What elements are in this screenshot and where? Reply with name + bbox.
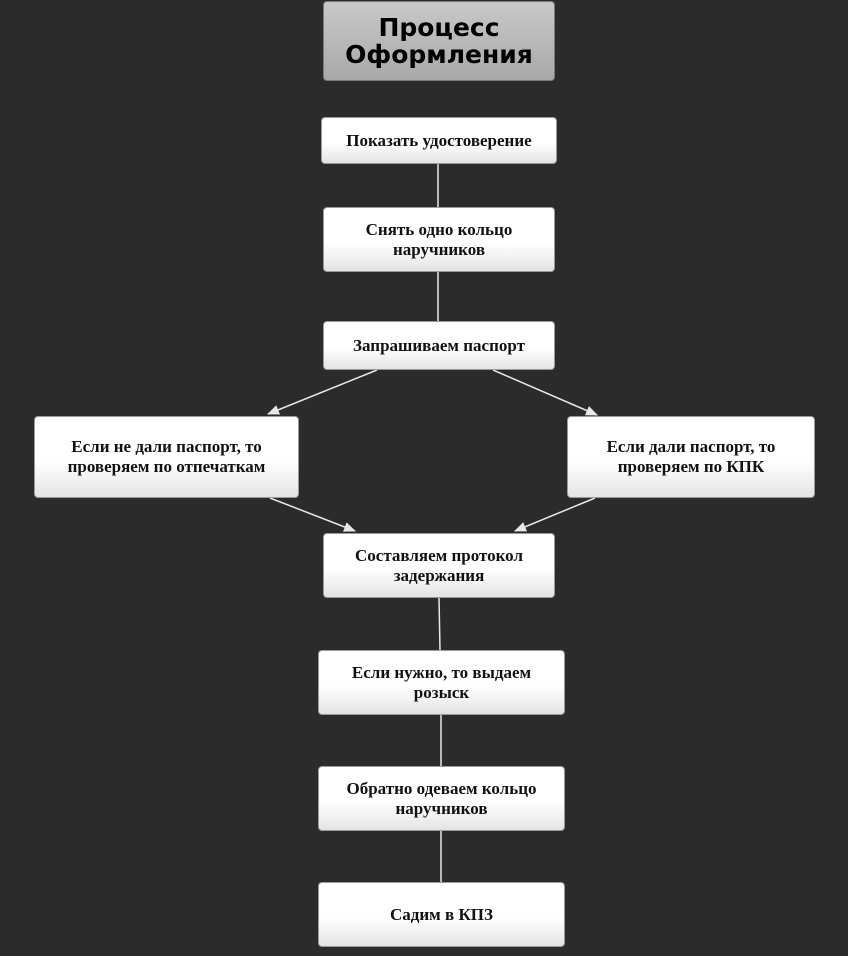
step-wanted: Если нужно, то выдаем розыск	[318, 650, 565, 715]
step-remove-cuff: Снять одно кольцо наручников	[323, 207, 555, 272]
step-has-passport: Если дали паспорт, то проверяем по КПК	[567, 416, 815, 498]
step-holding-cell: Садим в КПЗ	[318, 882, 565, 947]
step-protocol: Составляем протокол задержания	[323, 533, 555, 598]
step-reapply-cuff: Обратно одеваем кольцо наручников	[318, 766, 565, 831]
step-no-passport: Если не дали паспорт, то проверяем по от…	[34, 416, 299, 498]
arrow-no-passport-to-protocol	[269, 497, 356, 532]
arrow-ask-passport-to-no-passport	[267, 369, 378, 415]
step-show-id: Показать удостоверение	[321, 117, 557, 164]
diagram-title: Процесс Оформления	[323, 1, 555, 81]
step-ask-passport: Запрашиваем паспорт	[323, 321, 555, 370]
connector-protocol-to-wanted	[438, 597, 441, 651]
arrow-ask-passport-to-has-passport	[492, 369, 598, 416]
arrow-has-passport-to-protocol	[514, 497, 596, 532]
